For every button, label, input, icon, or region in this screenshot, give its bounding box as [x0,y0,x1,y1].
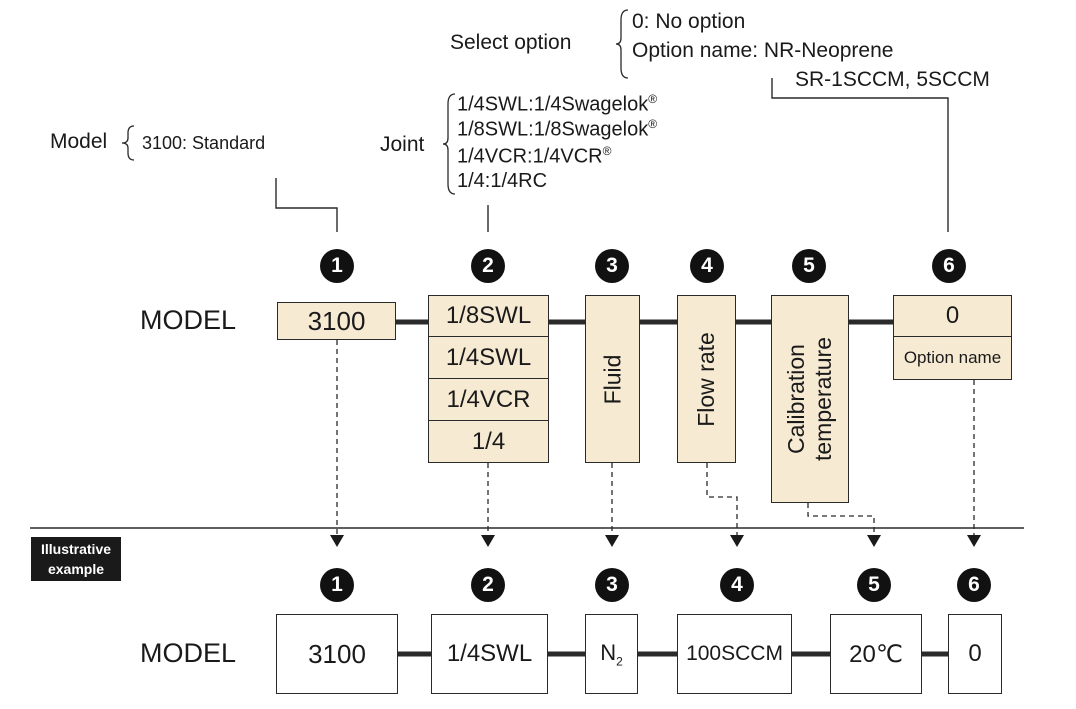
model-item-0: 3100: Standard [142,133,266,153]
model-value-box: 3100 [277,302,396,340]
select-option-brace [615,9,629,79]
arrow-4 [730,535,744,547]
example-fluid: N2 [600,639,623,669]
example-model-label: MODEL [140,638,237,668]
option-value-box: 0 [893,295,1012,337]
select-option-item-0: 0: No option [632,10,746,33]
joint-option-box-3: 1/4 [428,421,549,463]
ex-badge-5: 5 [857,568,891,602]
flow-rate-box: Flow rate [677,295,736,463]
fluid-label: Fluid [598,354,625,404]
example-temperature-box: 20℃ [830,614,922,694]
badge-5: 5 [792,249,826,283]
arrow-3 [605,535,619,547]
badge-6: 6 [932,249,966,283]
temperature-label: temperature [810,336,837,462]
joint-brace [442,93,456,195]
dashed-line-4 [706,463,738,535]
model-leader-line [275,178,338,232]
select-option-item-2: SR-1SCCM, 5SCCM [795,68,990,91]
example-option-box: 0 [948,614,1002,694]
joint-option-box-1: 1/4SWL [428,337,549,379]
model-brace [121,125,135,161]
badge-4: 4 [690,249,724,283]
model-value: 3100 [307,305,366,336]
option-leader-line [771,78,949,232]
calibration-label: Calibration [783,344,810,454]
joint-option-box-0: 1/8SWL [428,295,549,337]
example-fluid-box: N2 [585,614,638,694]
arrow-5 [867,535,881,547]
illustrative-example-tag: Illustrative example [31,537,121,581]
calibration-temperature-box: Calibration temperature [771,295,849,503]
model-annotation-label: Model [50,130,108,153]
option-name-box: Option name [893,337,1012,380]
example-flow-rate-box: 100SCCM [677,614,792,694]
arrow-1 [330,535,344,547]
joint-item-3: 1/4:1/4RC [457,170,548,192]
ex-badge-1: 1 [320,568,354,602]
ex-badge-4: 4 [720,568,754,602]
option-name: Option name [903,348,1002,367]
joint-item-0: 1/4SWL:1/4Swagelok® [457,92,658,116]
joint-label: Joint [380,133,425,156]
flow-rate-label: Flow rate [693,331,719,427]
dashed-line-5 [807,503,875,535]
model-label: MODEL [140,305,237,335]
ex-badge-6: 6 [957,568,991,602]
badge-1: 1 [320,249,354,283]
ex-badge-2: 2 [471,568,505,602]
joint-item-1: 1/8SWL:1/8Swagelok® [457,117,658,141]
badge-3: 3 [595,249,629,283]
arrow-6 [967,535,981,547]
arrow-2 [481,535,495,547]
select-option-item-1: Option name: NR-Neoprene [632,39,894,62]
example-model-box: 3100 [276,614,398,694]
fluid-box: Fluid [585,295,640,463]
select-option-label: Select option [450,31,572,54]
example-joint-box: 1/4SWL [431,614,548,694]
joint-option-box-2: 1/4VCR [428,379,549,421]
badge-2: 2 [471,249,505,283]
joint-item-2: 1/4VCR:1/4VCR® [457,144,612,168]
option-value: 0 [945,302,960,329]
ex-badge-3: 3 [595,568,629,602]
